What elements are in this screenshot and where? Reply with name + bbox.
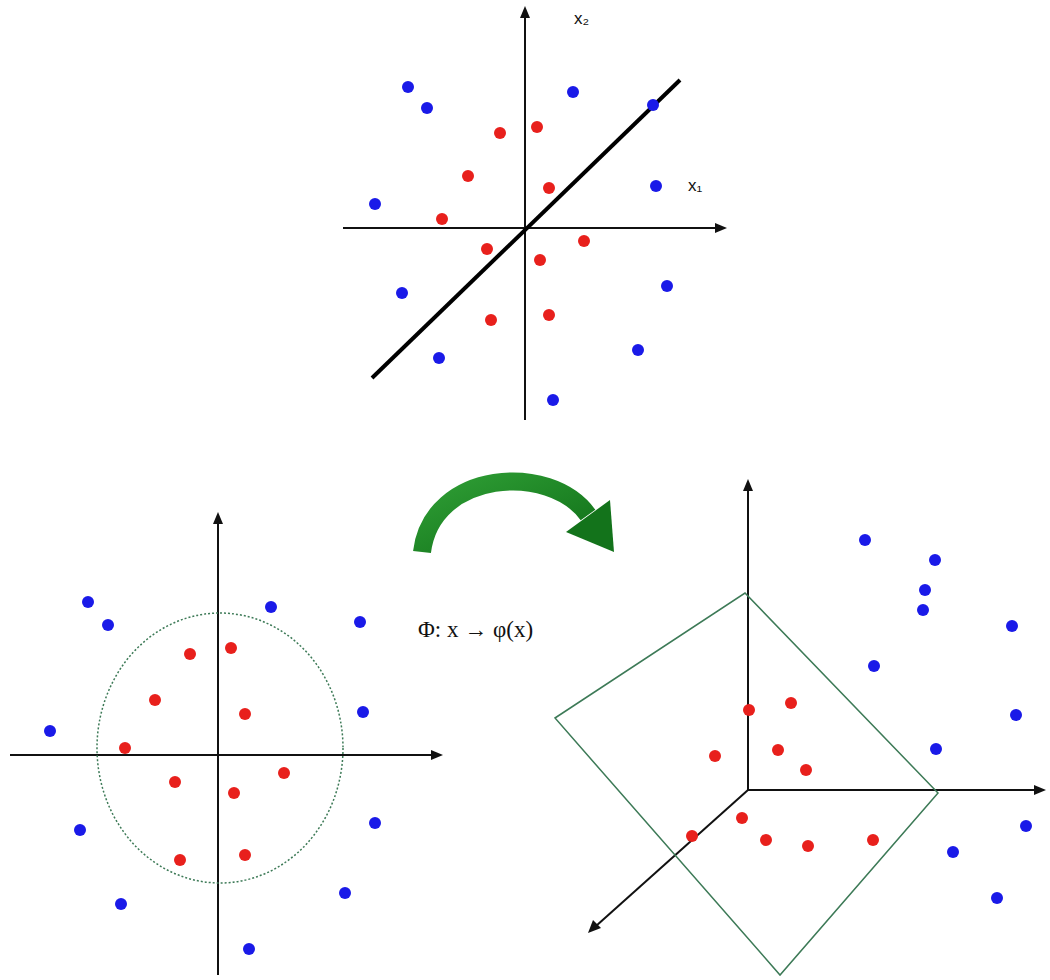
data-point xyxy=(278,767,290,779)
data-point xyxy=(547,394,559,406)
data-point xyxy=(760,834,772,846)
data-point xyxy=(919,584,931,596)
data-point xyxy=(82,596,94,608)
data-point xyxy=(929,554,941,566)
separating-plane xyxy=(555,593,938,975)
axis-line xyxy=(747,490,749,790)
data-point xyxy=(991,892,1003,904)
axis-line xyxy=(524,16,526,420)
data-point xyxy=(462,170,474,182)
data-point xyxy=(867,834,879,846)
data-point xyxy=(917,604,929,616)
data-point xyxy=(543,182,555,194)
data-point xyxy=(686,830,698,842)
linear-boundary xyxy=(372,80,680,378)
data-point xyxy=(578,235,590,247)
data-point xyxy=(736,812,748,824)
mapping-label: Φ: x → φ(x) xyxy=(418,617,533,642)
data-point xyxy=(225,642,237,654)
data-point xyxy=(868,660,880,672)
data-point xyxy=(119,742,131,754)
data-point xyxy=(632,344,644,356)
mapping-arrow xyxy=(422,481,588,552)
data-point xyxy=(339,887,351,899)
data-point xyxy=(184,648,196,660)
data-point xyxy=(859,534,871,546)
data-point xyxy=(243,943,255,955)
data-point xyxy=(800,764,812,776)
data-point xyxy=(369,198,381,210)
data-point xyxy=(930,743,942,755)
data-point xyxy=(421,102,433,114)
data-point xyxy=(543,309,555,321)
data-point xyxy=(534,254,546,266)
circular-boundary xyxy=(97,613,343,883)
axis-line xyxy=(596,790,748,926)
axis-line xyxy=(10,754,433,756)
axis-arrowhead xyxy=(431,750,443,760)
data-point xyxy=(661,280,673,292)
data-point xyxy=(1006,620,1018,632)
data-point xyxy=(357,706,369,718)
axis-arrowhead xyxy=(743,479,753,491)
axis-arrowhead xyxy=(1034,785,1046,795)
data-point xyxy=(74,824,86,836)
data-point xyxy=(785,697,797,709)
data-point xyxy=(115,898,127,910)
data-point xyxy=(485,314,497,326)
data-point xyxy=(369,817,381,829)
axis-arrowhead xyxy=(520,6,530,18)
data-point xyxy=(174,854,186,866)
mapping-arrowhead xyxy=(566,500,614,552)
data-point xyxy=(436,213,448,225)
data-point xyxy=(567,86,579,98)
data-point xyxy=(265,601,277,613)
data-point xyxy=(947,846,959,858)
data-point xyxy=(772,744,784,756)
data-point xyxy=(102,619,114,631)
data-point xyxy=(650,180,662,192)
data-point xyxy=(402,81,414,93)
axis-line xyxy=(217,522,219,975)
data-point xyxy=(239,708,251,720)
axis-label: x₁ xyxy=(688,177,702,196)
data-point xyxy=(239,849,251,861)
data-point xyxy=(647,99,659,111)
data-point xyxy=(1010,709,1022,721)
data-point xyxy=(44,725,56,737)
data-point xyxy=(743,704,755,716)
data-point xyxy=(433,352,445,364)
data-point xyxy=(149,694,161,706)
data-point xyxy=(1020,820,1032,832)
axis-arrowhead xyxy=(213,512,223,524)
data-point xyxy=(494,127,506,139)
data-point xyxy=(396,287,408,299)
data-point xyxy=(481,243,493,255)
data-point xyxy=(531,121,543,133)
data-point xyxy=(709,750,721,762)
data-point xyxy=(802,840,814,852)
data-point xyxy=(354,616,366,628)
axis-arrowhead xyxy=(715,223,727,233)
axis-line xyxy=(748,789,1036,791)
axis-arrowhead xyxy=(588,920,601,933)
axis-label: x₂ xyxy=(574,10,589,29)
data-point xyxy=(169,776,181,788)
data-point xyxy=(228,787,240,799)
